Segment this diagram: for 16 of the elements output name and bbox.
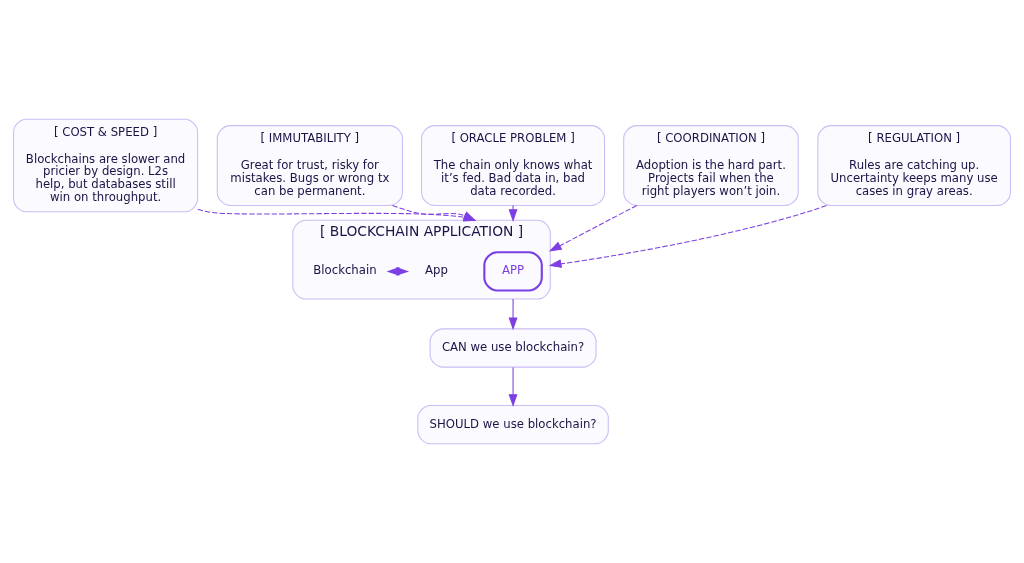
- arrow: [508, 366, 518, 407]
- node-box: [ COORDINATION ] Adoption is the hard part. Projects fail when the right players won’t join.: [623, 125, 799, 206]
- arrow: [508, 298, 518, 331]
- node-box: APP: [483, 251, 543, 292]
- arrow: [548, 205, 827, 268]
- node-box: [ REGULATION ] Rules are catching up. Uncertainty keeps many use cases in gray areas.: [817, 125, 1011, 206]
- node-text: Blockchain: [313, 263, 377, 278]
- node-box: [ IMMUTABILITY ] Great for trust, risky for mistakes. Bugs or wrong tx can be permanent.: [216, 125, 403, 206]
- node-text: App: [425, 263, 448, 278]
- node-box: CAN we use blockchain?: [429, 328, 597, 368]
- node-box: SHOULD we use blockchain?: [417, 404, 609, 445]
- node-box: [ ORACLE PROBLEM ] The chain only knows what it’s fed. Bad data in, bad data recorded.: [421, 125, 606, 206]
- arrow: [548, 205, 638, 252]
- node-box: [ COST & SPEED ] Blockchains are slower and pricier by design. L2s help, but databases still win on throughput.: [13, 118, 199, 213]
- arrow: [508, 205, 518, 222]
- arrow: [386, 266, 410, 276]
